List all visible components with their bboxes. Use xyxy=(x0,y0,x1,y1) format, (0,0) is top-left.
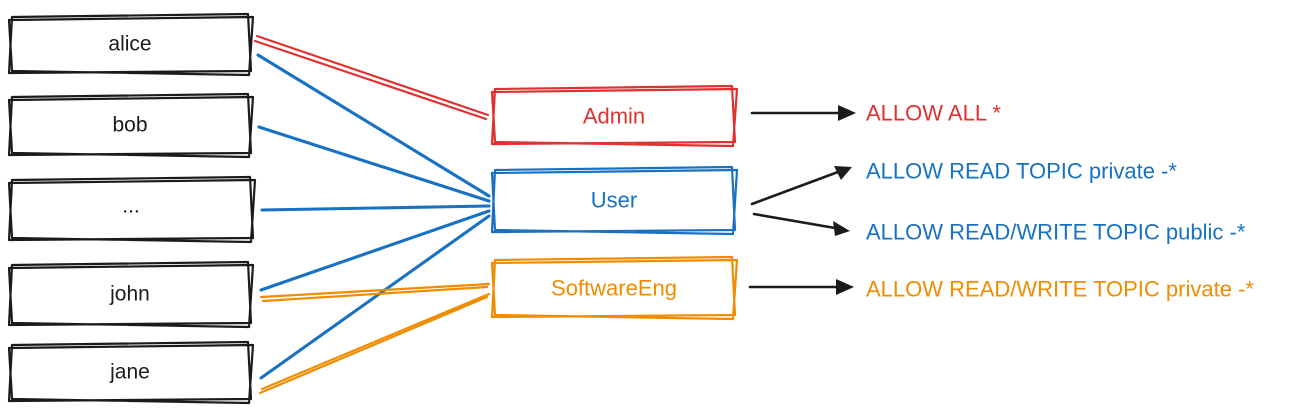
permission-allow-all: ALLOW ALL * xyxy=(866,101,1001,126)
user-box-ellipsis-rect xyxy=(7,175,257,244)
user-box-ellipsis: ... xyxy=(7,175,257,244)
edges-user-to-role xyxy=(253,34,491,395)
edge-alice-user xyxy=(256,53,491,198)
arrowhead-icon xyxy=(838,105,856,121)
role-box-softwareeng-rect xyxy=(490,255,739,321)
role-label-softwareeng: SoftwareEng xyxy=(551,276,677,301)
user-label-alice: alice xyxy=(108,33,151,56)
edge-bob-user xyxy=(257,125,491,203)
user-box-jane: jane xyxy=(7,340,255,405)
user-label-bob: bob xyxy=(112,114,147,137)
user-box-john-rect xyxy=(7,260,255,329)
arrow-user-readwrite-public-shaft xyxy=(752,212,837,230)
edge-jane-softwareeng xyxy=(258,292,491,395)
permission-readwrite-topic-public: ALLOW READ/WRITE TOPIC public -* xyxy=(866,220,1246,245)
arrowhead-icon xyxy=(833,221,850,236)
user-box-jane-rect xyxy=(7,340,255,405)
user-box-bob-rect xyxy=(7,92,255,159)
edge-john-user xyxy=(259,209,491,292)
arrow-user-readwrite-public xyxy=(752,212,850,236)
user-box-alice: alice xyxy=(7,12,255,77)
role-label-user: User xyxy=(591,188,637,213)
edge-jane-user xyxy=(259,214,491,380)
edge-alice-admin xyxy=(253,34,490,121)
permission-labels: ALLOW ALL * ALLOW READ TOPIC private -* … xyxy=(866,101,1254,302)
role-label-admin: Admin xyxy=(583,104,645,129)
arrow-user-read-private xyxy=(750,166,852,206)
user-label-john: john xyxy=(109,283,150,306)
role-box-user-rect xyxy=(490,165,739,236)
arrow-admin-allow-all xyxy=(750,105,856,121)
user-box-john: john xyxy=(7,260,255,329)
arrowhead-icon xyxy=(836,279,854,295)
user-label-ellipsis: ... xyxy=(122,195,140,218)
arrow-softwareeng-readwrite-private xyxy=(748,279,854,295)
arrow-user-read-private-shaft xyxy=(750,170,840,206)
user-label-jane: jane xyxy=(109,361,150,384)
role-box-softwareeng: SoftwareEng xyxy=(490,255,739,321)
user-box-bob: bob xyxy=(7,92,255,159)
role-box-admin-rect xyxy=(490,84,739,148)
permission-readwrite-topic-private: ALLOW READ/WRITE TOPIC private -* xyxy=(866,277,1254,302)
edge-ellipsis-user xyxy=(260,204,491,212)
role-box-user: User xyxy=(490,165,739,236)
role-box-admin: Admin xyxy=(490,84,739,148)
edge-john-softwareeng xyxy=(259,282,491,303)
user-box-alice-rect xyxy=(7,12,255,77)
permission-read-topic-private: ALLOW READ TOPIC private -* xyxy=(866,159,1177,184)
arrowhead-icon xyxy=(834,166,852,180)
